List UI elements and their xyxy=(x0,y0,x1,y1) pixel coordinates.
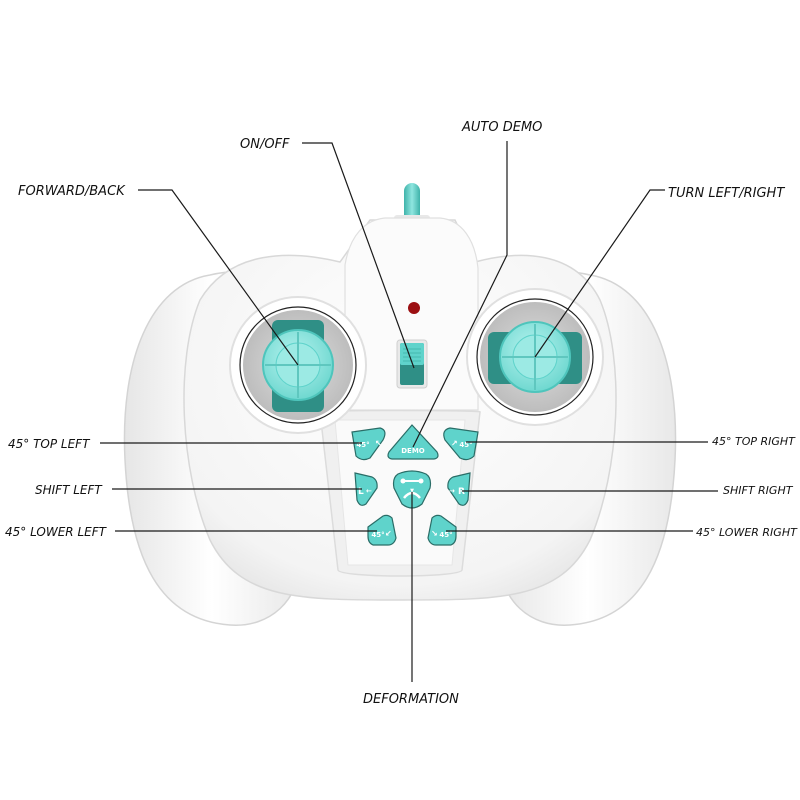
button-label: R xyxy=(458,487,465,497)
antenna xyxy=(394,183,430,223)
button-label: 45° xyxy=(356,441,369,449)
arrow-down-right-icon: ↘ xyxy=(431,529,438,538)
arrow-up-left-icon: ↖ xyxy=(375,439,382,448)
button-demo[interactable]: DEMO xyxy=(387,424,439,460)
label-turn-left-right: TURN LEFT/RIGHT xyxy=(668,186,785,201)
button-label: DEMO xyxy=(401,447,425,455)
leader-on-off xyxy=(302,142,415,369)
label-45-top-left: 45° TOP LEFT xyxy=(8,437,91,451)
label-auto-demo: AUTO DEMO xyxy=(461,120,542,135)
button-45-top-left[interactable]: 45° ↖ xyxy=(351,427,386,461)
arrow-up-right-icon: ↗ xyxy=(451,439,458,448)
leader-forward-back xyxy=(138,189,299,366)
label-45-lower-right: 45° LOWER RIGHT xyxy=(696,526,798,539)
leader-auto-demo xyxy=(412,141,508,448)
arrow-down-left-icon: ↙ xyxy=(385,529,392,538)
leader-lines xyxy=(100,141,718,682)
arrow-left-icon: ← xyxy=(366,487,372,495)
button-label: 45° xyxy=(459,441,472,449)
button-label: L xyxy=(358,487,364,497)
button-45-lower-left[interactable]: 45° ↙ xyxy=(367,514,397,546)
label-shift-right: SHIFT RIGHT xyxy=(723,484,794,497)
button-shift-left[interactable]: L ← xyxy=(354,472,378,506)
button-45-top-right[interactable]: ↗ 45° xyxy=(443,427,479,461)
label-deformation: DEFORMATION xyxy=(363,692,459,707)
arrow-right-icon: → xyxy=(449,487,455,495)
label-45-lower-left: 45° LOWER LEFT xyxy=(5,525,108,539)
svg-text:▼: ▼ xyxy=(410,488,414,494)
button-label: 45° xyxy=(439,531,452,539)
button-label: 45° xyxy=(371,531,384,539)
label-on-off: ON/OFF xyxy=(240,137,290,152)
left-joystick[interactable] xyxy=(229,296,367,434)
leader-turn-left-right xyxy=(534,189,665,358)
label-45-top-right: 45° TOP RIGHT xyxy=(712,435,796,448)
label-forward-back: FORWARD/BACK xyxy=(18,184,126,199)
button-shift-right[interactable]: → R xyxy=(447,472,471,506)
button-45-lower-right[interactable]: ↘ 45° xyxy=(427,514,457,546)
label-shift-left: SHIFT LEFT xyxy=(35,483,103,497)
power-led xyxy=(408,302,420,314)
